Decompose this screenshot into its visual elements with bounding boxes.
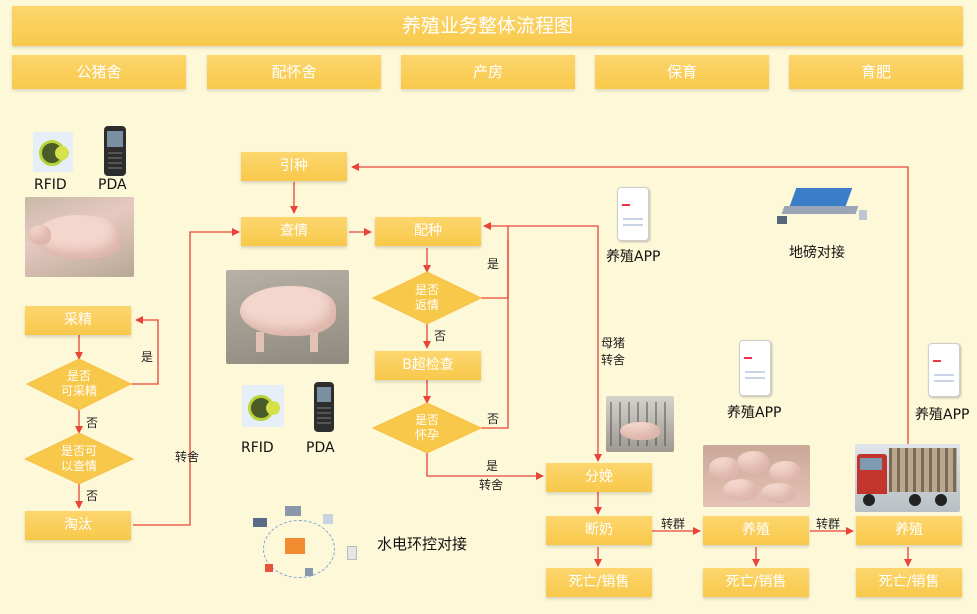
- farming-app-phone-icon: [928, 343, 960, 397]
- diagram-title: 养殖业务整体流程图: [12, 6, 963, 46]
- boar-photo: [25, 197, 134, 277]
- rfid-tag-icon: [33, 132, 73, 172]
- caption-rfid-boar: RFID: [34, 177, 67, 193]
- decision-kecaijing: 是否 可采精: [60, 369, 97, 398]
- decision-kechaqing: 是否可 以查情: [60, 444, 97, 473]
- stage-breeding-house: 配怀舍: [207, 55, 381, 89]
- label-group-transfer-2: 转群: [816, 517, 841, 531]
- label-no-fanqing: 否: [434, 329, 447, 343]
- node-yangzhi-finishing: 养殖: [856, 516, 962, 545]
- node-duannai: 断奶: [546, 516, 652, 545]
- caption-app-finishing: 养殖APP: [915, 407, 970, 423]
- node-siwang-farrowing: 死亡/销售: [546, 568, 652, 597]
- sow-photo: [226, 270, 349, 364]
- decision-fanqing: 是否 返情: [414, 283, 439, 312]
- node-fenmian: 分娩: [546, 463, 652, 492]
- node-chaqing: 查情: [241, 217, 347, 246]
- rfid-tag-icon: [242, 385, 284, 427]
- caption-rfid-breeding: RFID: [241, 440, 274, 456]
- node-caijing: 采精: [25, 306, 131, 335]
- pda-device-icon: [314, 382, 334, 432]
- node-siwang-finishing: 死亡/销售: [856, 568, 962, 597]
- stage-finishing: 育肥: [789, 55, 963, 89]
- caption-app-nursery: 养殖APP: [727, 405, 782, 421]
- label-no-huaiyun: 否: [487, 412, 500, 426]
- label-no-caijing: 否: [86, 416, 99, 430]
- node-yangzhi-nursery: 养殖: [703, 516, 809, 545]
- label-yes-caijing: 是: [141, 350, 154, 364]
- stage-boar-house: 公猪舍: [12, 55, 186, 89]
- caption-pda-boar: PDA: [98, 177, 127, 193]
- farming-app-phone-icon: [617, 187, 649, 241]
- node-siwang-nursery: 死亡/销售: [703, 568, 809, 597]
- decision-huaiyun: 是否 怀孕: [414, 413, 439, 442]
- node-yinzhong: 引种: [241, 152, 347, 181]
- label-transfer-farrowing: 转舍: [479, 478, 504, 492]
- label-no-chaqing: 否: [86, 489, 99, 503]
- farrowing-pen-photo: [606, 396, 674, 452]
- pda-device-icon: [104, 126, 126, 176]
- label-sow: 母猪: [601, 336, 626, 350]
- label-yes-huaiyun: 是: [486, 459, 499, 473]
- caption-pda-breeding: PDA: [306, 440, 335, 456]
- caption-environment-control: 水电环控对接: [377, 535, 468, 553]
- pig-transport-truck-photo: [855, 444, 960, 512]
- piglets-photo: [703, 445, 810, 507]
- label-sow-transfer: 转舍: [601, 353, 626, 367]
- label-group-transfer-1: 转群: [661, 517, 686, 531]
- node-bchao: B超检查: [375, 351, 481, 380]
- farming-app-phone-icon: [739, 340, 771, 396]
- label-transfer-boar: 转舍: [175, 450, 200, 464]
- stage-nursery: 保育: [595, 55, 769, 89]
- node-taotai: 淘汰: [25, 511, 131, 540]
- weighbridge-icon: [773, 182, 873, 232]
- caption-weighbridge: 地磅对接: [789, 245, 845, 261]
- environment-control-network-icon: [245, 498, 365, 586]
- node-peizhong: 配种: [375, 217, 481, 246]
- caption-app-farrowing: 养殖APP: [606, 249, 661, 265]
- label-yes-fanqing: 是: [487, 257, 500, 271]
- stage-farrowing-house: 产房: [401, 55, 575, 89]
